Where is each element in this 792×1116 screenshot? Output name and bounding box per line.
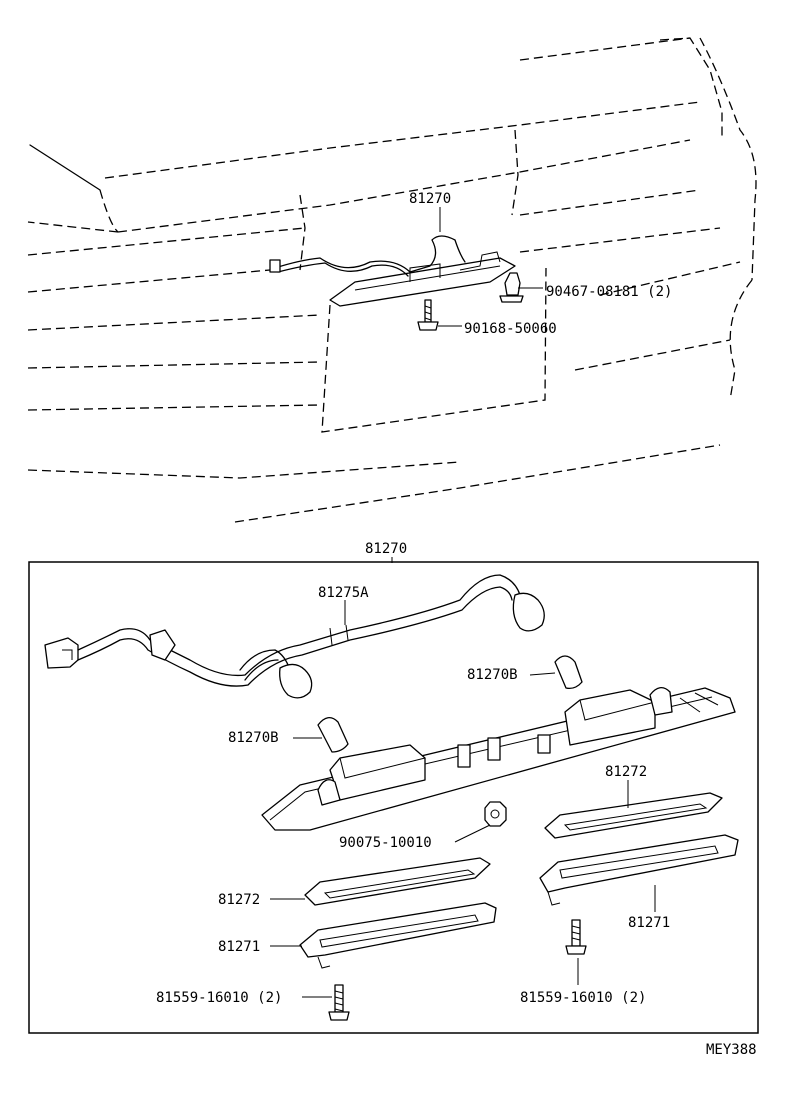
wire-harness (44, 574, 545, 699)
vehicle-rear-outline (27, 37, 757, 523)
label-bulb-left: 81270B (228, 730, 279, 746)
leader-bulb-right (529, 672, 556, 676)
label-box-assembly: 81270 (365, 541, 407, 557)
nut (484, 801, 507, 827)
label-lens-left: 81272 (218, 892, 260, 908)
housing-right (539, 834, 739, 906)
exploded-view-frame (28, 561, 759, 1034)
label-housing-left: 81271 (218, 939, 260, 955)
screw-right (565, 919, 587, 955)
bulb-left (317, 717, 349, 753)
screw-left (328, 984, 350, 1021)
leader-nut (454, 824, 491, 843)
top-screw (417, 299, 439, 331)
label-housing-right: 81271 (628, 915, 670, 931)
bulb-right (554, 655, 583, 690)
label-screw-left: 81559-16010 (2) (156, 990, 282, 1006)
label-wire-harness: 81275A (318, 585, 369, 601)
label-top-screw: 90168-50060 (464, 321, 557, 337)
lamp-base (261, 687, 736, 831)
label-top-assembly: 81270 (409, 191, 451, 207)
housing-left (299, 902, 497, 969)
lens-left (304, 857, 491, 906)
label-bulb-right: 81270B (467, 667, 518, 683)
top-clip (499, 272, 524, 303)
lens-right (544, 792, 723, 839)
label-screw-right: 81559-16010 (2) (520, 990, 646, 1006)
top-lamp-assembly (269, 235, 516, 307)
label-nut: 90075-10010 (339, 835, 432, 851)
label-top-clip: 90467-08181 (2) (546, 284, 672, 300)
label-lens-right: 81272 (605, 764, 647, 780)
diagram-code: MEY388 (706, 1042, 757, 1058)
